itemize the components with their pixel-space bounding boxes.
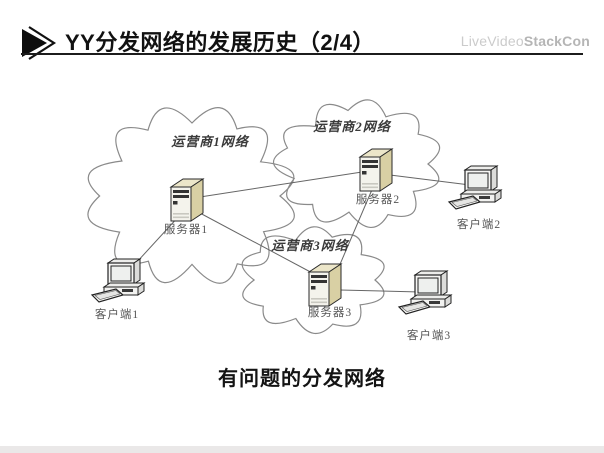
cloud-carrier1 xyxy=(87,107,295,284)
connection-server1-server2 xyxy=(199,171,363,198)
connection-server1-server3 xyxy=(197,211,319,277)
server1-label: 服务器1 xyxy=(164,222,208,236)
cloud-carrier3 xyxy=(241,226,385,334)
server3-label: 服务器3 xyxy=(308,305,352,319)
title-divider xyxy=(21,53,583,55)
cloud-label-carrier3: 运营商3网络 xyxy=(271,238,350,253)
watermark-part1: LiveVideo xyxy=(460,33,524,49)
cloud-label-carrier2: 运营商2网络 xyxy=(313,119,392,134)
server2-icon xyxy=(359,148,393,192)
client2-icon xyxy=(448,165,502,210)
cloud-label-carrier1: 运营商1网络 xyxy=(171,134,250,149)
server1-icon xyxy=(170,178,204,222)
page-title: YY分发网络的发展历史（2/4） xyxy=(65,30,375,55)
client1-label: 客户端1 xyxy=(95,307,139,321)
watermark-part2: StackCon xyxy=(523,33,590,49)
connection-server3-client3 xyxy=(339,289,421,293)
cloud-carrier2 xyxy=(273,99,441,229)
connection-server2-server3 xyxy=(334,184,375,277)
server2-label: 服务器2 xyxy=(356,192,400,206)
client3-label: 客户端3 xyxy=(407,328,451,342)
slide-header: YY分发网络的发展历史（2/4） xyxy=(21,22,375,60)
slide-caption: 有问题的分发网络 xyxy=(218,368,386,390)
bottom-edge xyxy=(0,446,604,453)
client1-icon xyxy=(91,258,145,303)
client3-icon xyxy=(398,270,452,315)
watermark: LiveVideoStackCon xyxy=(461,33,590,49)
client2-label: 客户端2 xyxy=(457,217,501,231)
connection-server2-client2 xyxy=(389,174,471,186)
network-diagram: 运营商1网络 运营商2网络 运营商3网络 服务器1 服务器2 服务器3 客户端1… xyxy=(87,99,502,342)
server3-icon xyxy=(308,263,342,307)
